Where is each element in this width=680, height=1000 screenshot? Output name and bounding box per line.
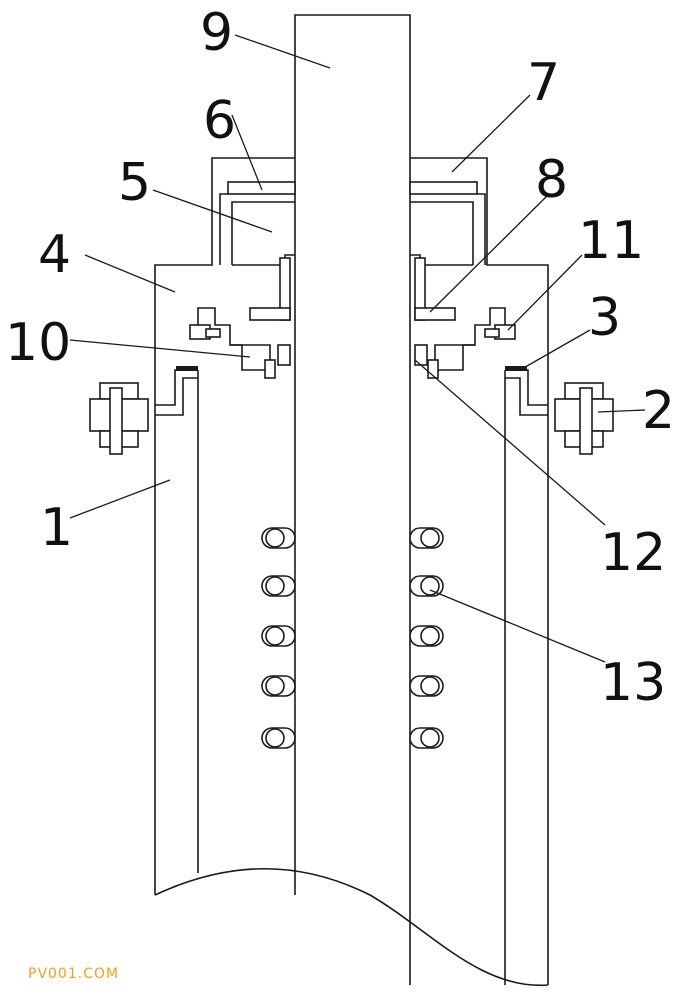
inner-tube <box>197 370 506 985</box>
label-13: 13 <box>600 653 666 713</box>
label-11: 11 <box>578 211 644 271</box>
label-8: 8 <box>535 150 568 210</box>
label-5: 5 <box>118 153 151 213</box>
left-seal-body <box>189 254 295 379</box>
label-3: 3 <box>588 288 621 348</box>
central-shaft <box>294 14 411 985</box>
part-labels: 9 6 5 4 10 7 8 11 3 2 1 12 13 <box>5 3 675 713</box>
label-6: 6 <box>203 91 236 151</box>
right-seal-body <box>410 254 516 379</box>
cover-plates <box>219 181 486 265</box>
watermark: PV001.COM <box>28 966 119 982</box>
label-9: 9 <box>200 3 233 63</box>
label-4: 4 <box>38 225 71 285</box>
bolt-right <box>554 382 614 455</box>
housing <box>154 157 549 445</box>
flange-joints <box>155 366 548 416</box>
outer-tube <box>154 445 549 986</box>
label-2: 2 <box>642 381 675 441</box>
rollers-left <box>261 527 296 749</box>
leader-lines <box>69 34 646 663</box>
label-1: 1 <box>40 498 73 558</box>
label-10: 10 <box>5 313 71 373</box>
label-7: 7 <box>527 53 560 113</box>
bolt-left <box>89 382 149 455</box>
rollers-right <box>409 527 444 749</box>
label-12: 12 <box>600 523 666 583</box>
